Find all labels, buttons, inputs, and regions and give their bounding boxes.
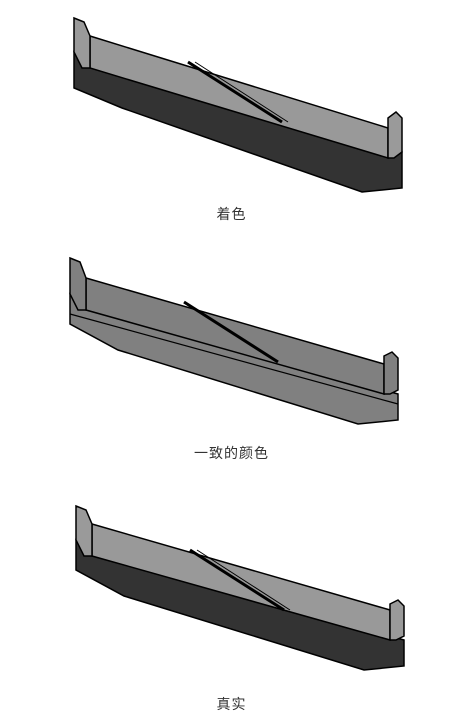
model-right-endcap xyxy=(389,599,405,641)
model-diagonal-seam xyxy=(183,300,279,364)
model-left-endcap xyxy=(75,504,93,557)
model-left-endcap xyxy=(73,16,91,69)
shaded-gutter-model xyxy=(73,16,403,193)
consistent-colors-view-panel: 一致的颜色 xyxy=(0,252,463,482)
model-diagonal-seam xyxy=(189,548,285,612)
consistent-colors-gutter-model xyxy=(69,256,399,425)
realistic-view-panel: 真实 xyxy=(0,500,463,717)
model-diagonal-seam-edge xyxy=(196,549,291,611)
model-right-endcap xyxy=(387,111,403,159)
model-right-endcap xyxy=(383,351,399,395)
shaded-view-panel: 着色 xyxy=(0,10,463,240)
caption-consistent-colors: 一致的颜色 xyxy=(194,446,269,462)
caption-realistic: 真实 xyxy=(216,697,247,713)
model-bottom-edge xyxy=(69,313,399,405)
model-diagonal-seam-edge xyxy=(194,61,289,123)
model-left-endcap xyxy=(69,256,87,311)
caption-shaded: 着色 xyxy=(216,207,247,223)
model-diagonal-seam xyxy=(187,60,283,124)
realistic-gutter-model xyxy=(75,504,405,671)
